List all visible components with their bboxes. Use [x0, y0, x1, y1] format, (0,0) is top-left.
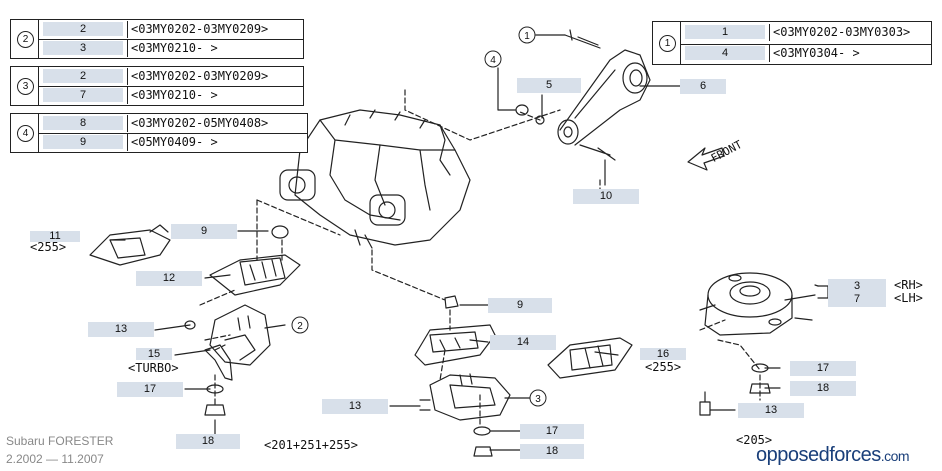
- washer-17-drawing: [206, 384, 224, 394]
- years-caption: 2.2002 — 11.2007: [6, 452, 104, 466]
- callout-16[interactable]: 16: [640, 348, 686, 360]
- bracket-16-drawing: [547, 337, 633, 379]
- table-row: 4 <03MY0304- >: [681, 44, 931, 62]
- model-range: <03MY0202-03MY0209>: [127, 21, 299, 38]
- table-row: 2 <03MY0202-03MY0209>: [39, 21, 303, 38]
- table-row: 8 <03MY0202-05MY0408>: [39, 115, 307, 132]
- part-number: 9: [43, 135, 123, 149]
- callout-5[interactable]: 5: [517, 78, 581, 93]
- part-number: 3: [43, 41, 123, 55]
- variant-table-1-circle: 1: [659, 35, 676, 52]
- callout-12[interactable]: 12: [136, 271, 202, 286]
- note-rh: <RH>: [894, 278, 923, 292]
- bracket-11-drawing: [89, 224, 171, 266]
- bracket-14-drawing: [414, 324, 496, 366]
- table-divider: [38, 20, 39, 58]
- front-label: FRONT: [709, 138, 745, 165]
- pitching-stopper-drawing: [515, 29, 651, 161]
- callout-18-left[interactable]: 18: [176, 434, 240, 449]
- note-201-251-255: <201+251+255>: [264, 438, 358, 452]
- callout-9-top[interactable]: 9: [171, 224, 237, 239]
- part-number: 2: [43, 69, 123, 83]
- note-205: <205>: [736, 433, 773, 447]
- circle-marker-1: [518, 26, 536, 44]
- note-255-right: <255>: [645, 360, 682, 374]
- callout-18-right[interactable]: 18: [790, 381, 856, 396]
- callout-13-right[interactable]: 13: [738, 403, 804, 418]
- callout-13-mid[interactable]: 13: [322, 399, 388, 414]
- variant-table-1: 1 1 <03MY0202-03MY0303> 4 <03MY0304- >: [652, 21, 932, 65]
- part-number: 1: [685, 25, 765, 39]
- brand-logo[interactable]: opposedforces.com: [756, 444, 910, 467]
- table-row: 2 <03MY0202-03MY0209>: [39, 68, 303, 85]
- variant-table-2-circle: 2: [17, 31, 34, 48]
- nut-18c-drawing: [749, 383, 771, 394]
- circle-marker-3-label: 3: [535, 394, 541, 405]
- circle-marker-3: [529, 389, 547, 407]
- part-number: 4: [685, 46, 765, 60]
- callout-14[interactable]: 14: [490, 335, 556, 350]
- variant-table-4-circle: 4: [17, 125, 34, 142]
- table-row: 7 <03MY0210- >: [39, 86, 303, 104]
- brand-domain: .com: [880, 448, 910, 464]
- model-range: <03MY0202-03MY0209>: [127, 68, 299, 85]
- circle-marker-2: [291, 316, 309, 334]
- washer-17c-drawing: [751, 363, 769, 373]
- callout-17-left[interactable]: 17: [117, 382, 183, 397]
- circle-marker-4: [484, 50, 502, 68]
- front-arrow-icon: [687, 147, 725, 171]
- mount-rh-lh-drawing: [699, 272, 816, 336]
- callout-17-right[interactable]: 17: [790, 361, 856, 376]
- part-number: 2: [43, 22, 123, 36]
- circle-marker-2-label: 2: [297, 321, 303, 332]
- model-range: <03MY0202-05MY0408>: [127, 115, 303, 132]
- note-turbo: <TURBO>: [128, 361, 179, 375]
- callout-18-mid[interactable]: 18: [520, 444, 584, 459]
- table-row: 1 <03MY0202-03MY0303>: [681, 24, 931, 41]
- callout-11[interactable]: 11: [30, 231, 80, 242]
- variant-table-2: 2 2 <03MY0202-03MY0209> 3 <03MY0210- >: [10, 19, 304, 59]
- callout-9-mid[interactable]: 9: [488, 298, 552, 313]
- model-range: <05MY0409- >: [127, 134, 303, 151]
- variant-table-4: 4 8 <03MY0202-05MY0408> 9 <05MY0409- >: [10, 113, 308, 153]
- model-range: <03MY0202-03MY0303>: [769, 24, 927, 41]
- mount-3-drawing: [419, 373, 511, 421]
- part-number: 7: [43, 88, 123, 102]
- model-range: <03MY0304- >: [769, 45, 927, 62]
- note-255-left: <255>: [30, 240, 67, 254]
- bracket-12-drawing: [209, 254, 301, 296]
- callout-6[interactable]: 6: [680, 79, 726, 94]
- model-caption: Subaru FORESTER: [6, 434, 114, 448]
- washer-17b-drawing: [473, 426, 491, 436]
- callout-17-mid[interactable]: 17: [520, 424, 584, 439]
- callout-7-lh[interactable]: 7: [828, 292, 886, 307]
- model-range: <03MY0210- >: [127, 40, 299, 57]
- table-divider: [680, 22, 681, 64]
- guide-lines: [199, 89, 761, 426]
- circle-marker-1-label: 1: [524, 31, 530, 42]
- part-number: 8: [43, 116, 123, 130]
- callout-13-left[interactable]: 13: [88, 322, 154, 337]
- callout-3-rh[interactable]: 3: [828, 279, 886, 294]
- brand-name: opposedforces: [756, 444, 881, 466]
- bracket-15-drawing: [204, 344, 233, 381]
- model-range: <03MY0210- >: [127, 87, 299, 104]
- note-lh: <LH>: [894, 291, 923, 305]
- bolt-9b-drawing: [444, 295, 459, 309]
- bolt-13c-drawing: [699, 391, 711, 416]
- engine-block-drawing: [279, 109, 471, 249]
- table-divider: [38, 114, 39, 152]
- circle-marker-4-label: 4: [490, 55, 496, 66]
- bolt-9-drawing: [271, 225, 289, 239]
- nut-18-drawing: [204, 404, 226, 416]
- callout-10[interactable]: 10: [573, 189, 639, 204]
- table-row: 9 <05MY0409- >: [39, 133, 307, 151]
- variant-table-3: 3 2 <03MY0202-03MY0209> 7 <03MY0210- >: [10, 66, 304, 106]
- variant-table-3-circle: 3: [17, 78, 34, 95]
- nut-18b-drawing: [473, 446, 493, 457]
- callout-15[interactable]: 15: [136, 348, 172, 360]
- table-row: 3 <03MY0210- >: [39, 39, 303, 57]
- table-divider: [38, 67, 39, 105]
